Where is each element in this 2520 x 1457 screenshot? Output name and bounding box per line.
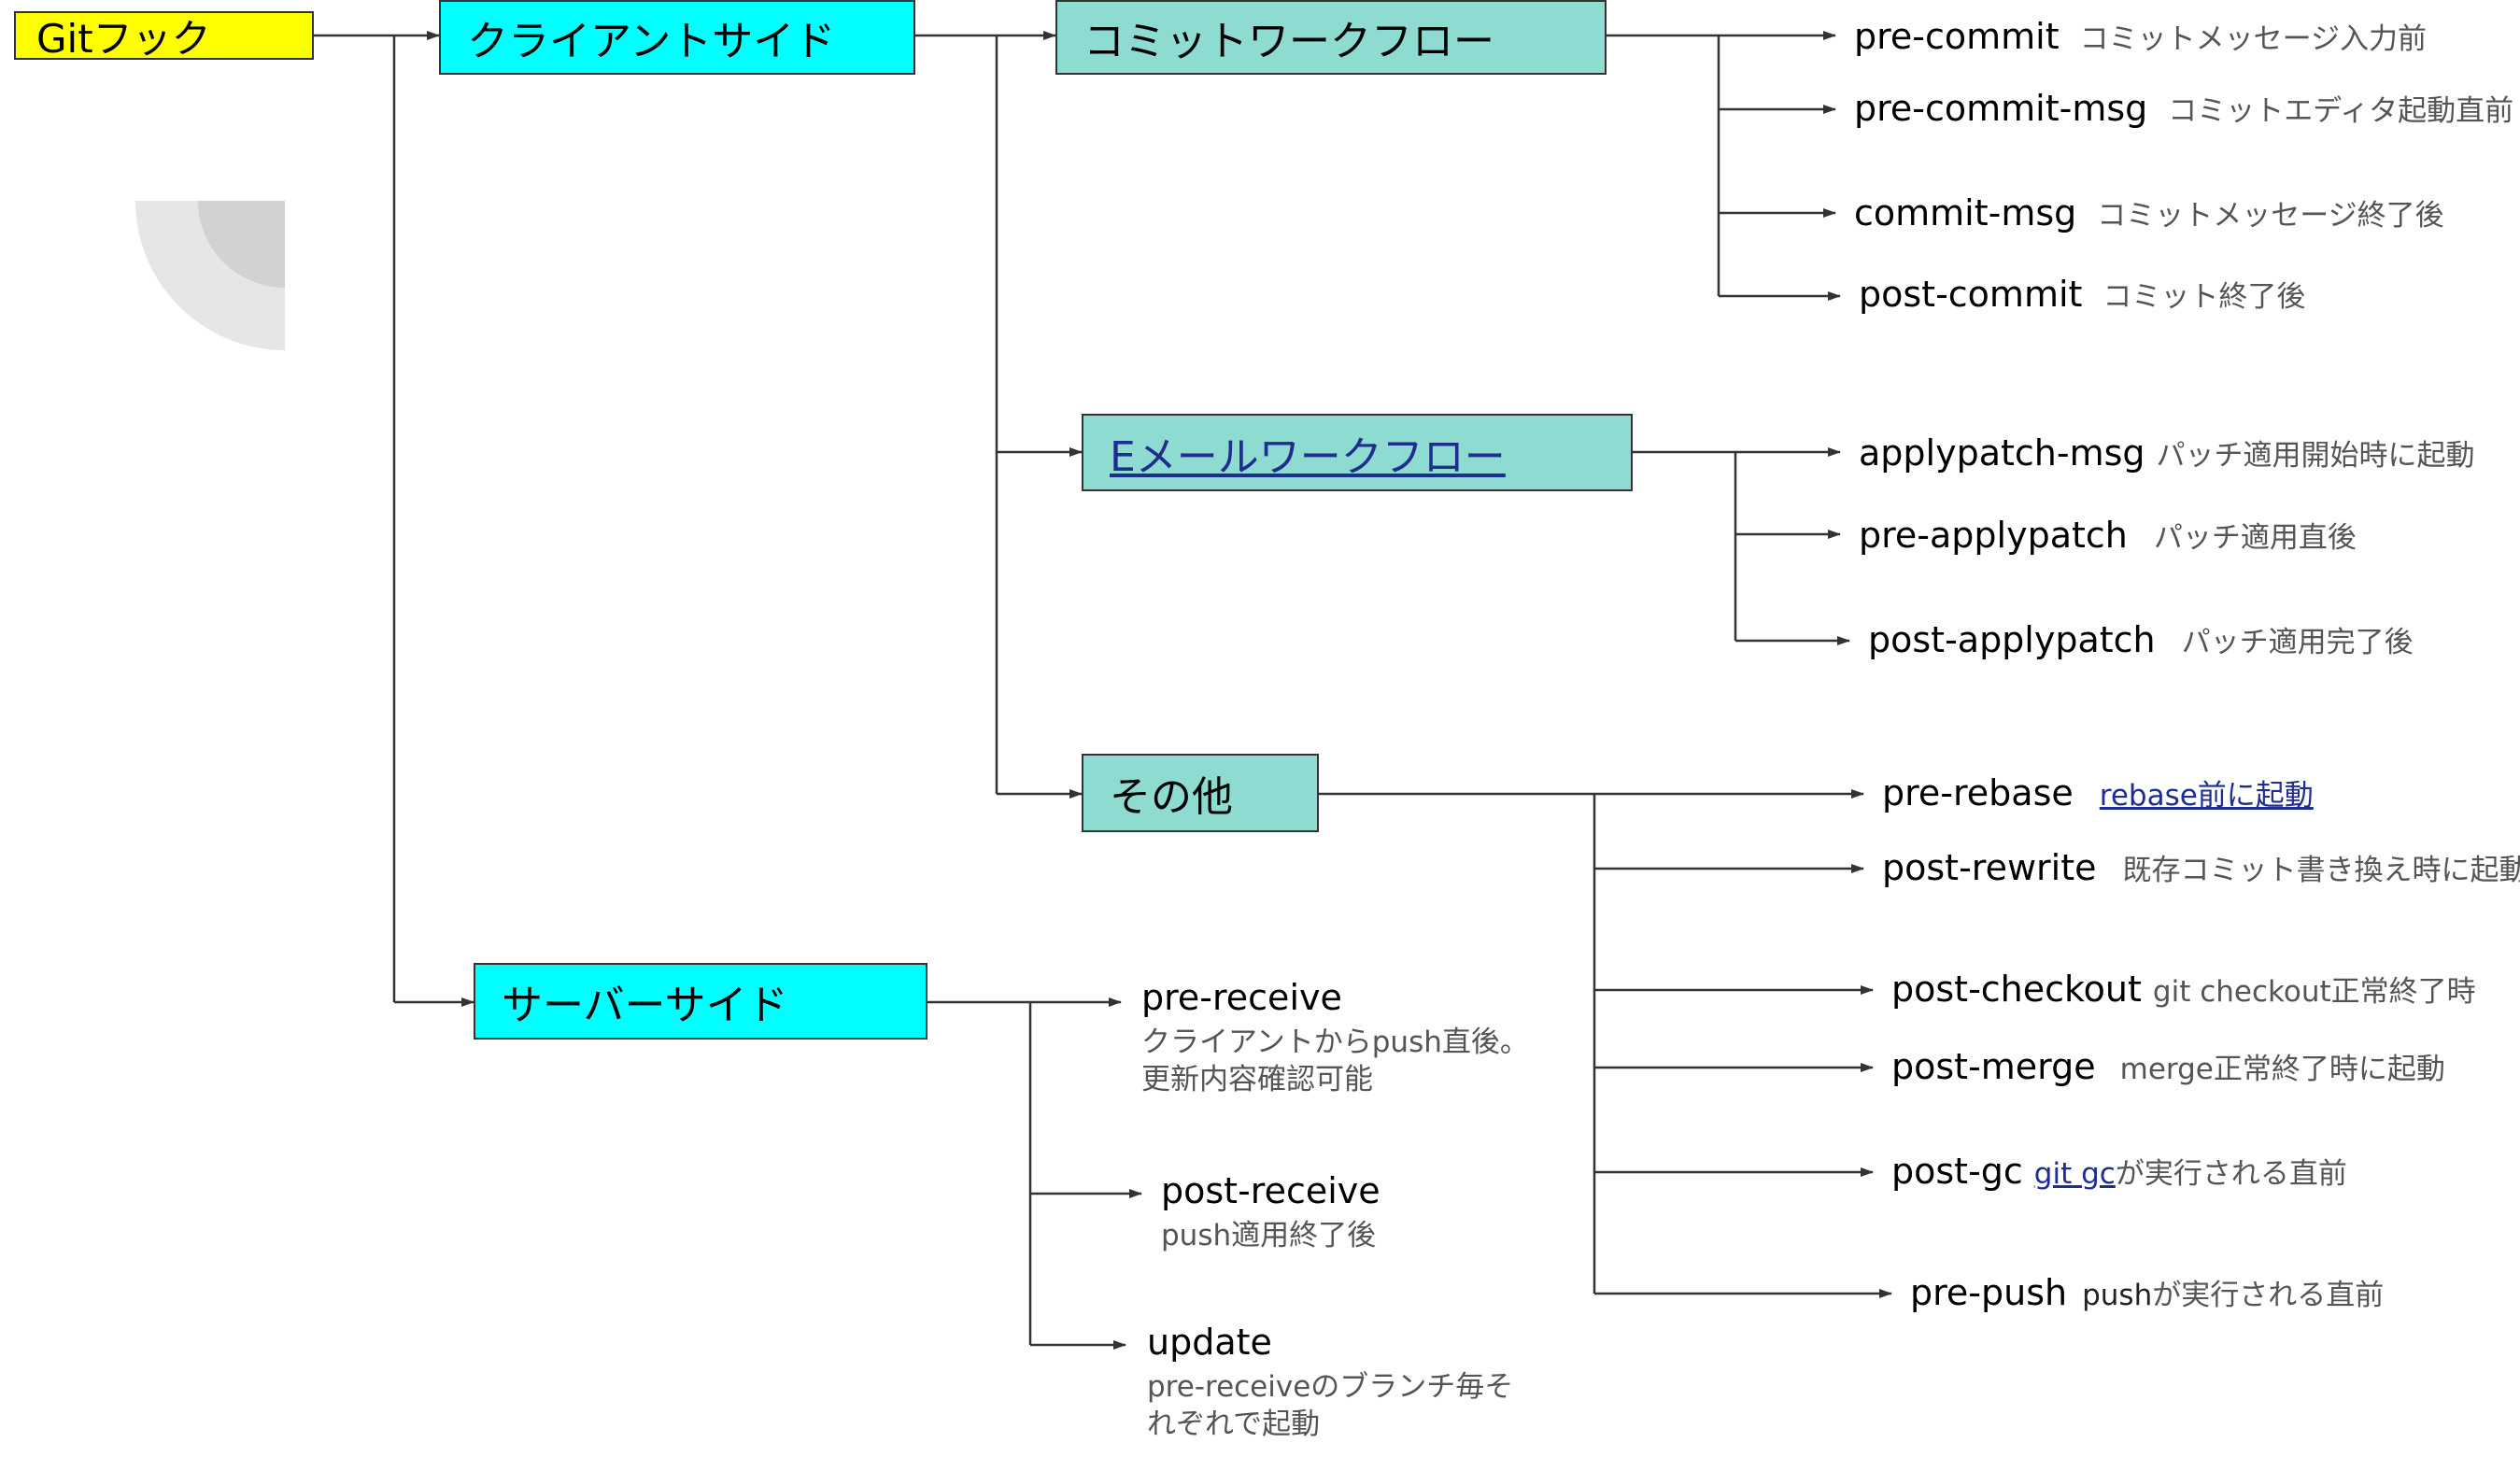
- hook-desc-push: push: [2082, 1278, 2153, 1312]
- hook-pre-receive: pre-receive クライアントからpush直後。 更新内容確認可能: [1141, 977, 1529, 1098]
- email-workflow-link[interactable]: Eメールワークフロー: [1110, 432, 1506, 481]
- hook-name: post-gc: [1891, 1150, 2023, 1192]
- hook-name: pre-commit-msg: [1854, 87, 2148, 129]
- hook-name: post-commit: [1859, 273, 2083, 315]
- hook-post-rewrite: post-rewrite 既存コミット書き換え時に起動: [1882, 846, 2520, 888]
- hook-name: post-checkout: [1891, 968, 2142, 1010]
- hook-desc: 既存コミット書き換え時に起動: [2122, 853, 2520, 887]
- hook-pre-commit-msg: pre-commit-msg コミットエディタ起動直前: [1854, 87, 2513, 129]
- email-workflow-node[interactable]: Eメールワークフロー: [1082, 414, 1633, 491]
- hook-desc-line1: クライアントからpush直後。: [1141, 1026, 1529, 1059]
- hook-desc-link[interactable]: rebase前に起動: [2099, 778, 2314, 813]
- hook-desc-line1: push適用終了後: [1161, 1219, 1377, 1252]
- server-side-node: サーバーサイド: [474, 963, 927, 1040]
- server-side-label: サーバーサイド: [502, 982, 788, 1029]
- other-label: その他: [1110, 773, 1233, 821]
- hook-post-applypatch: post-applypatch パッチ適用完了後: [1868, 618, 2414, 660]
- hook-desc: git checkout正常終了時: [2152, 974, 2476, 1009]
- hook-desc: パッチ適用完了後: [2181, 625, 2414, 659]
- hook-desc: パッチ適用開始時に起動: [2156, 438, 2475, 473]
- hook-pre-push: pre-push pushが実行される直前: [1910, 1271, 2384, 1313]
- hook-desc: merge正常終了時に起動: [2119, 1052, 2445, 1086]
- hook-desc-rest: が実行される直前: [2115, 1156, 2347, 1191]
- hook-post-receive: post-receive push適用終了後: [1161, 1170, 1380, 1254]
- hook-post-gc: post-gc git gcが実行される直前: [1891, 1150, 2347, 1192]
- hook-name: pre-push: [1910, 1271, 2068, 1313]
- hook-name: post-merge: [1891, 1045, 2096, 1087]
- hook-applypatch-msg: applypatch-msg パッチ適用開始時に起動: [1859, 431, 2475, 474]
- hook-desc-rest: が実行される直前: [2152, 1278, 2385, 1312]
- hook-desc-line2: 更新内容確認可能: [1141, 1063, 1373, 1096]
- hook-pre-rebase: pre-rebase rebase前に起動: [1882, 771, 2314, 813]
- hook-name: pre-applypatch: [1859, 514, 2128, 556]
- commit-workflow-label: コミットワークフロー: [1083, 18, 1494, 65]
- hook-desc: コミットメッセージ終了後: [2097, 198, 2444, 233]
- git-gc-link[interactable]: git gc: [2033, 1156, 2116, 1191]
- hook-post-merge: post-merge merge正常終了時に起動: [1891, 1045, 2445, 1087]
- commit-workflow-node: コミットワークフロー: [1055, 0, 1607, 75]
- hook-name: commit-msg: [1854, 191, 2077, 233]
- root-label: Gitフック: [36, 15, 211, 62]
- hook-name: pre-commit: [1854, 15, 2060, 57]
- hook-name: applypatch-msg: [1859, 431, 2145, 474]
- hook-desc: パッチ適用直後: [2153, 520, 2357, 555]
- hook-desc-line1: pre-receiveのブランチ毎そ: [1147, 1370, 1514, 1404]
- other-node: その他: [1082, 754, 1319, 832]
- hook-desc: コミットエディタ起動直前: [2168, 93, 2514, 128]
- hook-desc: コミットメッセージ入力前: [2079, 21, 2428, 56]
- hook-commit-msg: commit-msg コミットメッセージ終了後: [1854, 191, 2444, 233]
- hook-name: pre-receive: [1141, 977, 1342, 1018]
- root-node-git-hooks: Gitフック: [14, 11, 314, 62]
- hook-pre-commit: pre-commit コミットメッセージ入力前: [1854, 15, 2427, 57]
- decorative-ring-inner: [198, 201, 285, 288]
- hook-update: update pre-receiveのブランチ毎そ れぞれで起動: [1147, 1322, 1513, 1443]
- client-side-label: クライアントサイド: [467, 18, 836, 65]
- hook-post-checkout: post-checkout git checkout正常終了時: [1891, 968, 2476, 1010]
- hook-pre-applypatch: pre-applypatch パッチ適用直後: [1859, 514, 2357, 556]
- hook-name: post-applypatch: [1868, 618, 2156, 660]
- hook-name: pre-rebase: [1882, 771, 2074, 813]
- hook-post-commit: post-commit コミット終了後: [1859, 273, 2305, 315]
- hook-desc: コミット終了後: [2102, 279, 2306, 314]
- client-side-node: クライアントサイド: [439, 0, 915, 75]
- hook-name: post-rewrite: [1882, 846, 2097, 888]
- hook-name: update: [1147, 1322, 1272, 1363]
- hook-name: post-receive: [1161, 1170, 1380, 1211]
- hook-desc-line2: れぞれで起動: [1147, 1407, 1321, 1441]
